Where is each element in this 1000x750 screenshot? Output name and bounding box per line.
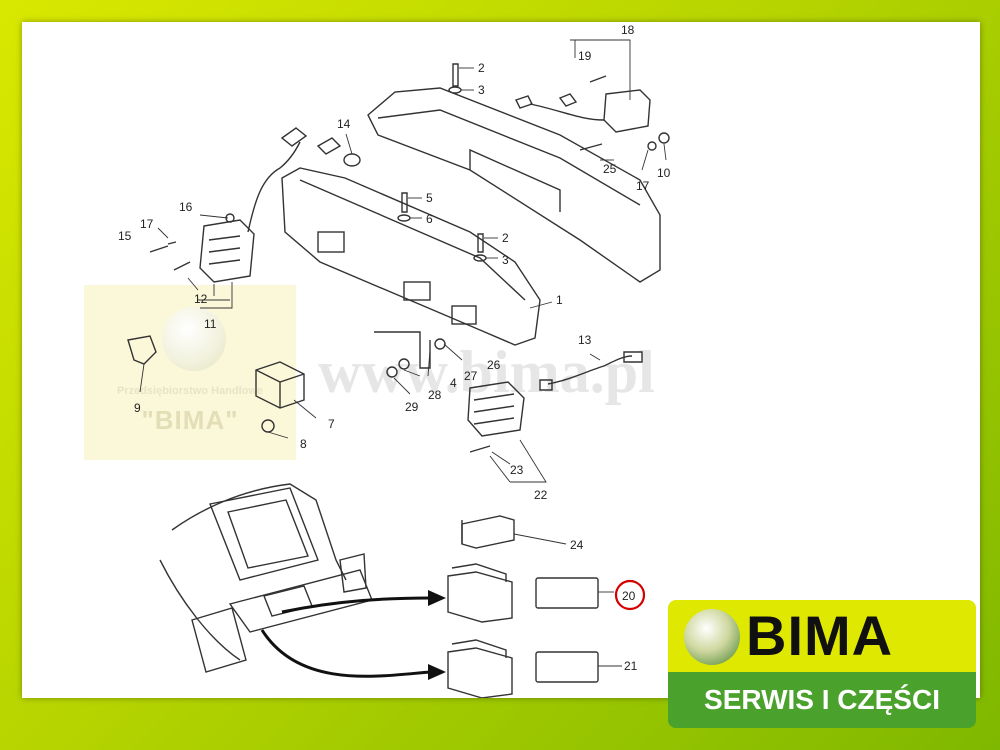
label-part-15: 15: [118, 229, 132, 243]
label-part-22: 22: [534, 488, 548, 502]
logo-wordmark: BIMA: [746, 604, 894, 667]
label-part-20: 20: [622, 589, 636, 603]
label-part-27: 27: [464, 369, 478, 383]
label-part-9: 9: [134, 401, 141, 415]
highlight-ring: [614, 579, 646, 611]
arrow-heads: [428, 590, 446, 680]
bima-logo: BIMA SERWIS I CZĘŚCI: [668, 600, 976, 730]
label-part-19: 19: [578, 49, 592, 63]
label-part-2: 2: [502, 231, 509, 245]
label-part-7: 7: [328, 417, 335, 431]
logo-tagline: SERWIS I CZĘŚCI: [704, 684, 940, 715]
label-part-17: 17: [140, 217, 154, 231]
logo-bottom-band: SERWIS I CZĘŚCI: [668, 672, 976, 728]
label-part-24: 24: [570, 538, 584, 552]
stamp-company-text: Przedsiębiorstwo Handlowe: [116, 385, 264, 397]
label-part-3: 3: [478, 83, 485, 97]
leader-lines: [139, 39, 667, 667]
label-part-26: 26: [487, 358, 501, 372]
logo-ball-icon: [684, 609, 740, 665]
label-part-29: 29: [405, 400, 419, 414]
label-part-18: 18: [621, 23, 635, 37]
label-part-23: 23: [510, 463, 524, 477]
logo-top-band: BIMA: [668, 600, 976, 672]
diagram-panel: Przedsiębiorstwo Handlowe "BIMA" www.bim…: [22, 22, 980, 698]
label-part-12: 12: [194, 292, 208, 306]
label-part-10: 10: [657, 166, 671, 180]
arrow-lines: [260, 596, 431, 678]
label-part-16: 16: [179, 200, 193, 214]
label-part-4: 4: [450, 376, 457, 390]
label-part-17: 17: [636, 179, 650, 193]
label-part-28: 28: [428, 388, 442, 402]
watermark-text: www.bima.pl: [318, 339, 655, 405]
label-part-13: 13: [578, 333, 592, 347]
label-part-25: 25: [603, 162, 617, 176]
label-part-21: 21: [624, 659, 638, 673]
label-part-8: 8: [300, 437, 307, 451]
stamp-ball-icon: [162, 307, 226, 371]
parts-diagram: www.bima.pl: [118, 23, 671, 698]
label-part-5: 5: [426, 191, 433, 205]
part-labels: 2 3 5 6 2 3 1 13 18 19 14 17 16 15 25 17…: [118, 23, 671, 673]
diagram-drawing: [127, 63, 670, 698]
label-part-1: 1: [556, 293, 563, 307]
label-part-6: 6: [426, 212, 433, 226]
label-part-14: 14: [337, 117, 351, 131]
label-part-3: 3: [502, 253, 509, 267]
label-part-2: 2: [478, 61, 485, 75]
stamp-name-text: "BIMA": [141, 405, 239, 435]
label-part-11: 11: [204, 317, 217, 331]
